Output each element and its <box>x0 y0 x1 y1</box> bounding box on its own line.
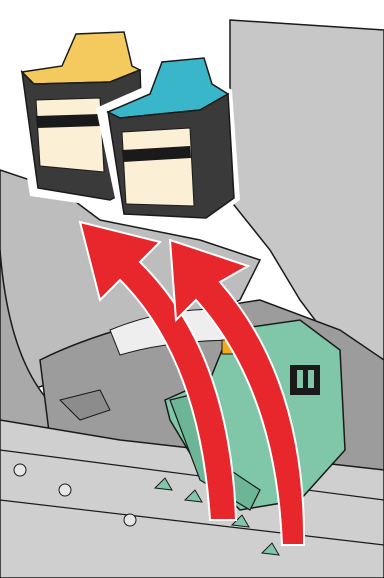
carrier-clip <box>290 365 320 395</box>
black-cartridge-cap <box>22 32 140 84</box>
roller <box>124 514 136 526</box>
roller <box>14 464 26 476</box>
black-cartridge-label-stripe <box>36 114 101 128</box>
carrier-clip-slot <box>297 370 303 388</box>
carrier-clip-slot <box>308 370 314 388</box>
roller <box>59 484 71 496</box>
color-cartridge-label <box>122 128 194 206</box>
black-cartridge-label <box>36 98 104 172</box>
